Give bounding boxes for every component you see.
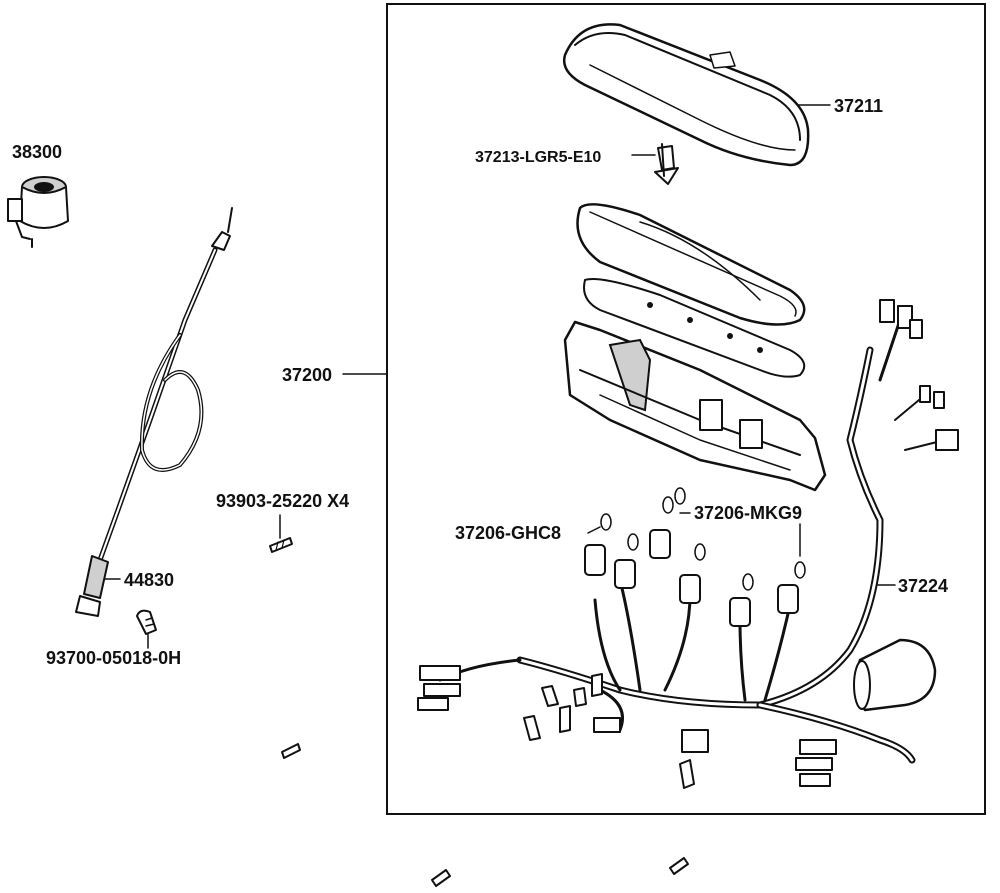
label-37200: 37200 — [282, 365, 332, 385]
meter-cover-part — [562, 23, 810, 167]
screw-loose-3 — [669, 857, 689, 875]
label-44830: 44830 — [124, 570, 174, 590]
label-37206-mkg9: 37206-MKG9 — [694, 503, 802, 523]
meter-assembly-frame — [386, 3, 986, 815]
wiring-harness-part — [438, 318, 946, 764]
harness-connectors — [417, 299, 959, 787]
meter-lens-part — [576, 203, 806, 326]
label-38300: 38300 — [12, 142, 62, 162]
dial-plate-part — [583, 278, 806, 378]
leader-lines — [99, 104, 896, 649]
ignition-switch-part — [7, 176, 69, 248]
screw-loose-1 — [281, 743, 301, 759]
harness-cylinder-part — [853, 638, 937, 712]
screw-93903-part — [269, 537, 293, 553]
label-37213: 37213-LGR5-E10 — [475, 149, 601, 166]
label-37224: 37224 — [898, 576, 948, 596]
clip-37213-part — [654, 143, 679, 185]
leader-37206-ghc8 — [587, 526, 601, 534]
meter-case-part — [563, 320, 827, 492]
label-37206-ghc8: 37206-GHC8 — [455, 523, 561, 543]
speedometer-cable-part — [75, 207, 233, 617]
harness-screws — [523, 673, 695, 789]
bulb-sockets — [584, 529, 799, 627]
label-37211: 37211 — [834, 96, 883, 116]
screw-93700-part — [136, 609, 157, 635]
bulbs — [600, 487, 806, 591]
label-93903: 93903-25220 X4 — [216, 491, 349, 511]
screw-loose-2 — [431, 869, 451, 887]
label-93700: 93700-05018-0H — [46, 648, 181, 668]
